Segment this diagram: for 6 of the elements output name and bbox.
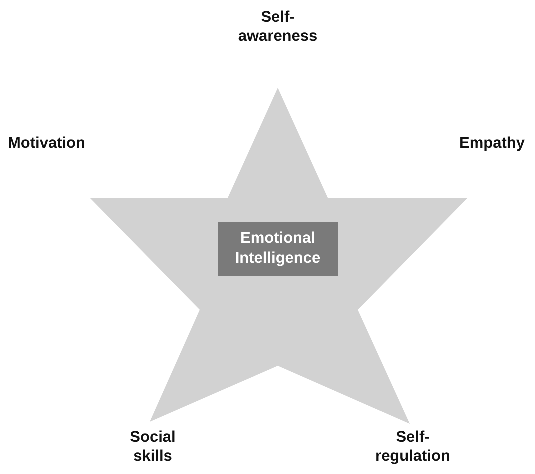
point-label: Empathy	[458, 134, 525, 153]
title-box: Emotional Intelligence	[218, 222, 338, 276]
point-label: Motivation	[8, 134, 86, 153]
point-label: Self-regulation	[374, 428, 452, 466]
point-label: Self-awareness	[238, 8, 318, 46]
point-label: Social skills	[129, 428, 177, 466]
